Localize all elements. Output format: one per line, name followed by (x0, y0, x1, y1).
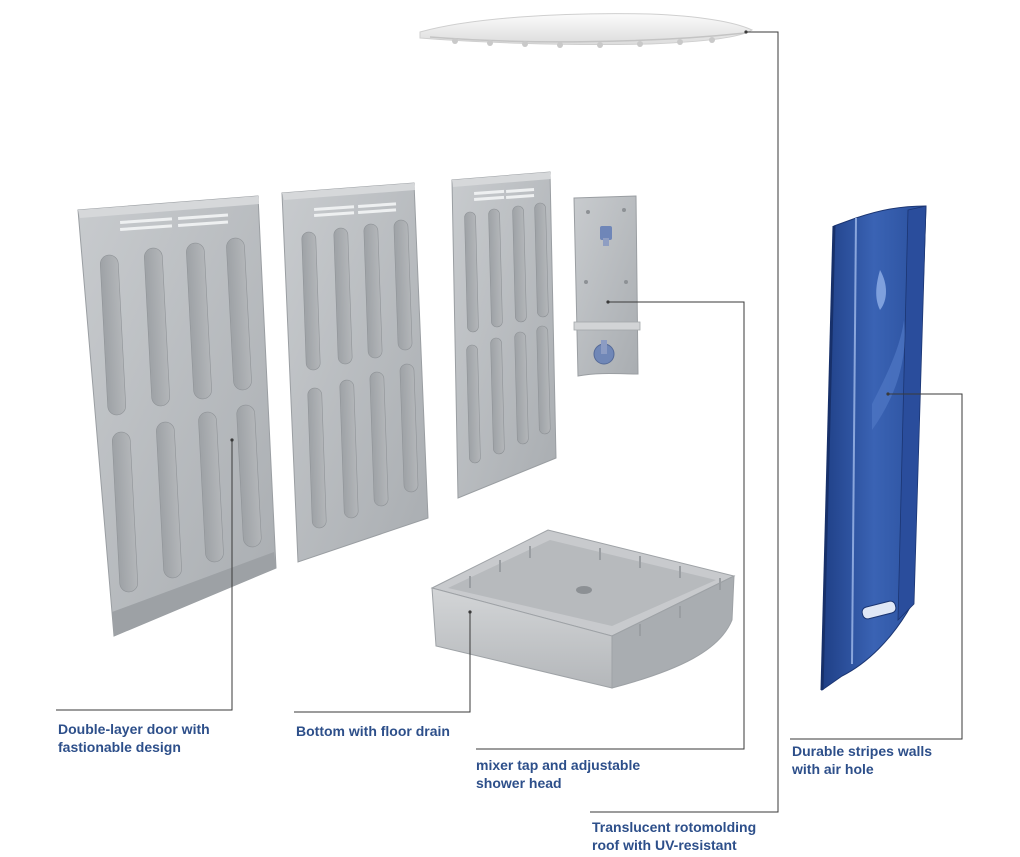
blue-wall-panel (820, 205, 927, 691)
leader-lines (56, 31, 963, 813)
label-mixer-line2: shower head (476, 775, 562, 791)
wall-panel-grey-middle (281, 182, 429, 563)
label-roof-line1: Translucent rotomolding (592, 819, 757, 835)
leader-bottom (294, 612, 471, 713)
label-door: Double-layer door with fastionable desig… (58, 720, 210, 756)
bottom-tray (430, 529, 736, 689)
leader-mixer (476, 301, 745, 750)
door-panel (77, 195, 277, 637)
label-bottom: Bottom with floor drain (296, 722, 450, 740)
leader-wall (790, 393, 963, 740)
label-door-line2: fastionable design (58, 739, 181, 755)
floor-drain-icon (576, 586, 592, 594)
wall-panel-grey-right (451, 171, 557, 499)
water-drop-icon (876, 270, 886, 310)
label-mixer-line1: mixer tap and adjustable (476, 757, 641, 773)
label-roof: Translucent rotomolding roof with UV-res… (592, 818, 756, 854)
mixer-tap-icon (593, 340, 615, 365)
label-mixer: mixer tap and adjustable shower head (476, 756, 640, 792)
roof-part (419, 13, 754, 48)
label-bottom-line1: Bottom with floor drain (296, 723, 450, 739)
label-roof-line2: roof with UV-resistant (592, 837, 737, 853)
label-wall: Durable stripes walls with air hole (792, 742, 932, 778)
leader-door (56, 440, 233, 711)
air-hole (861, 600, 897, 620)
leader-roof (590, 31, 779, 813)
label-wall-line2: with air hole (792, 761, 874, 777)
label-door-line1: Double-layer door with (58, 721, 210, 737)
label-wall-line1: Durable stripes walls (792, 743, 933, 759)
shower-head-icon (600, 226, 612, 246)
shower-panel (573, 195, 641, 377)
